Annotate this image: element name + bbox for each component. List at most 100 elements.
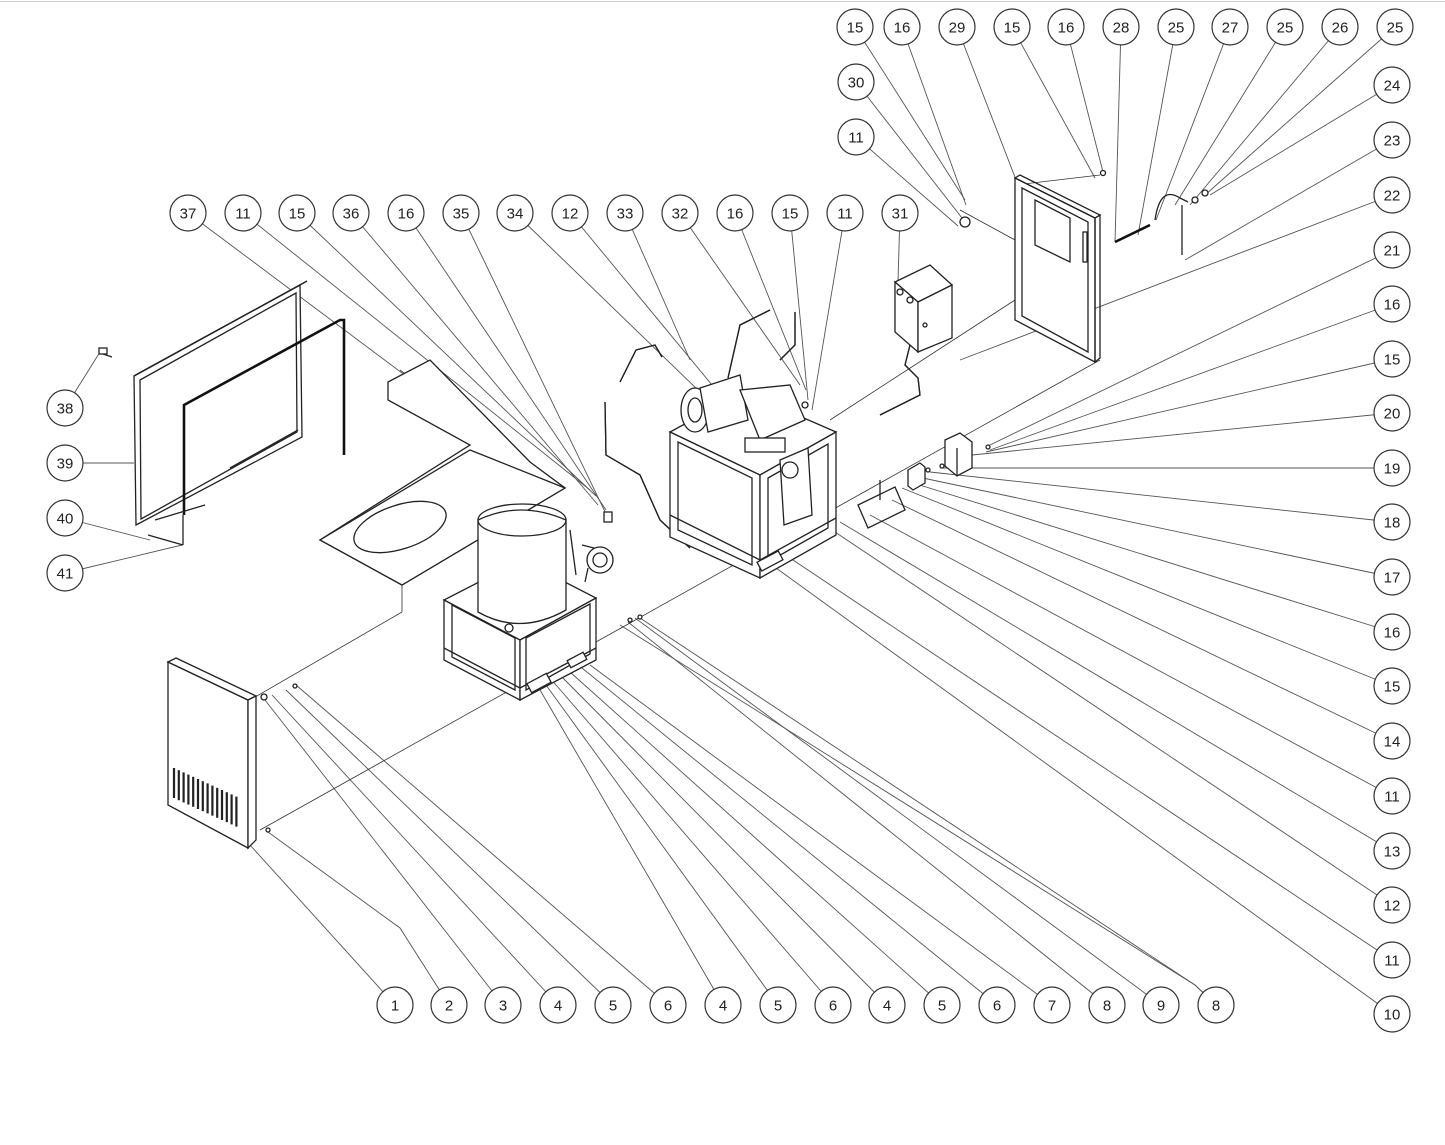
callout-label: 15 bbox=[1384, 352, 1401, 369]
leader-line bbox=[539, 689, 724, 1006]
callout-12: 12 bbox=[1373, 886, 1411, 924]
leader-line bbox=[549, 677, 834, 1006]
leader-line bbox=[1155, 26, 1231, 221]
callout-circle bbox=[1373, 722, 1411, 760]
callout-label: 2 bbox=[445, 998, 453, 1015]
callout-label: 3 bbox=[499, 998, 507, 1015]
leader-line bbox=[1114, 26, 1122, 243]
leader-line bbox=[242, 212, 591, 491]
callout-circle bbox=[496, 194, 534, 232]
leader-line bbox=[405, 212, 607, 511]
callout-label: 26 bbox=[1332, 20, 1349, 37]
callout-circle bbox=[883, 8, 921, 46]
callout-circle bbox=[938, 8, 976, 46]
callout-label: 24 bbox=[1384, 78, 1401, 95]
callout-circle bbox=[484, 986, 522, 1024]
callout-circle bbox=[1373, 667, 1411, 705]
callout-circle bbox=[704, 986, 742, 1024]
callout-label: 31 bbox=[892, 206, 909, 223]
leader-line bbox=[839, 521, 1393, 852]
callout-label: 5 bbox=[774, 998, 782, 1015]
callout-label: 18 bbox=[1384, 515, 1401, 532]
callout-label: 14 bbox=[1384, 734, 1401, 751]
leader-line bbox=[545, 684, 779, 1006]
callout-label: 4 bbox=[719, 998, 727, 1015]
callout-28: 28 bbox=[1102, 8, 1140, 46]
callout-circle bbox=[46, 499, 84, 537]
callout-35: 35 bbox=[442, 194, 480, 232]
leader-line bbox=[909, 481, 1393, 633]
callout-label: 11 bbox=[848, 130, 864, 147]
callout-11: 11 bbox=[1373, 941, 1411, 979]
leader-line bbox=[514, 212, 701, 393]
callout-16: 16 bbox=[1373, 285, 1411, 323]
callout-40: 40 bbox=[46, 499, 84, 537]
leader-line bbox=[627, 621, 1108, 1006]
callout-circle bbox=[1373, 121, 1411, 159]
callout-label: 39 bbox=[57, 456, 74, 473]
callout-label: 6 bbox=[829, 998, 837, 1015]
callout-circle bbox=[837, 118, 875, 156]
callout-circle bbox=[1373, 995, 1411, 1033]
leader-line bbox=[959, 194, 1393, 361]
leader-line bbox=[855, 136, 959, 227]
leader-line bbox=[1204, 26, 1396, 196]
callout-label: 27 bbox=[1222, 20, 1239, 37]
leader-line bbox=[987, 249, 1393, 447]
callout-circle bbox=[1321, 8, 1359, 46]
callout-circle bbox=[716, 194, 754, 232]
callout-circle bbox=[278, 194, 316, 232]
rear-frame-panel bbox=[133, 280, 346, 546]
leader-line bbox=[855, 81, 963, 219]
callout-25: 25 bbox=[1266, 8, 1304, 46]
callout-41: 41 bbox=[46, 554, 84, 592]
callout-label: 36 bbox=[343, 206, 360, 223]
callout-29: 29 bbox=[938, 8, 976, 46]
cabinet-side-panel bbox=[166, 657, 258, 850]
callout-39: 39 bbox=[46, 444, 84, 482]
callout-label: 15 bbox=[847, 20, 864, 37]
callout-25: 25 bbox=[1376, 8, 1414, 46]
callout-label: 16 bbox=[727, 206, 744, 223]
leader-line bbox=[285, 689, 614, 1006]
callout-circle bbox=[1088, 986, 1126, 1024]
callout-circle bbox=[826, 194, 864, 232]
callout-label: 16 bbox=[1384, 297, 1401, 314]
callout-6: 6 bbox=[814, 986, 852, 1024]
callout-11: 11 bbox=[1373, 777, 1411, 815]
vent-grille bbox=[172, 768, 238, 827]
callout-circle bbox=[1373, 613, 1411, 651]
door-frame-panel bbox=[1013, 174, 1102, 364]
leader-line bbox=[789, 212, 809, 401]
callout-11: 11 bbox=[224, 194, 262, 232]
callout-22: 22 bbox=[1373, 176, 1411, 214]
callout-16: 16 bbox=[716, 194, 754, 232]
callout-circle bbox=[661, 194, 699, 232]
callout-label: 11 bbox=[837, 206, 853, 223]
callout-label: 4 bbox=[883, 998, 891, 1015]
fittings-hardware bbox=[1099, 169, 1209, 255]
callout-circle bbox=[1102, 8, 1140, 46]
callout-8: 8 bbox=[1088, 986, 1126, 1024]
callout-label: 25 bbox=[1168, 20, 1185, 37]
leader-line bbox=[891, 499, 1393, 742]
callout-label: 37 bbox=[180, 206, 197, 223]
callout-4: 4 bbox=[539, 986, 577, 1024]
callout-14: 14 bbox=[1373, 722, 1411, 760]
callout-20: 20 bbox=[1373, 394, 1411, 432]
callout-circle bbox=[1211, 8, 1249, 46]
callout-label: 15 bbox=[1004, 20, 1021, 37]
callout-label: 34 bbox=[507, 206, 524, 223]
leader-line bbox=[1011, 26, 1096, 179]
callout-circle bbox=[46, 554, 84, 592]
leader-line bbox=[917, 476, 1393, 578]
callout-label: 12 bbox=[562, 206, 579, 223]
callout-label: 15 bbox=[782, 206, 799, 223]
leader-line bbox=[869, 514, 1393, 797]
callout-circle bbox=[923, 986, 961, 1024]
callout-1: 1 bbox=[376, 986, 414, 1024]
callout-label: 41 bbox=[57, 566, 74, 583]
leader-line bbox=[264, 699, 504, 1006]
callout-label: 16 bbox=[894, 20, 911, 37]
callout-label: 21 bbox=[1384, 243, 1401, 260]
